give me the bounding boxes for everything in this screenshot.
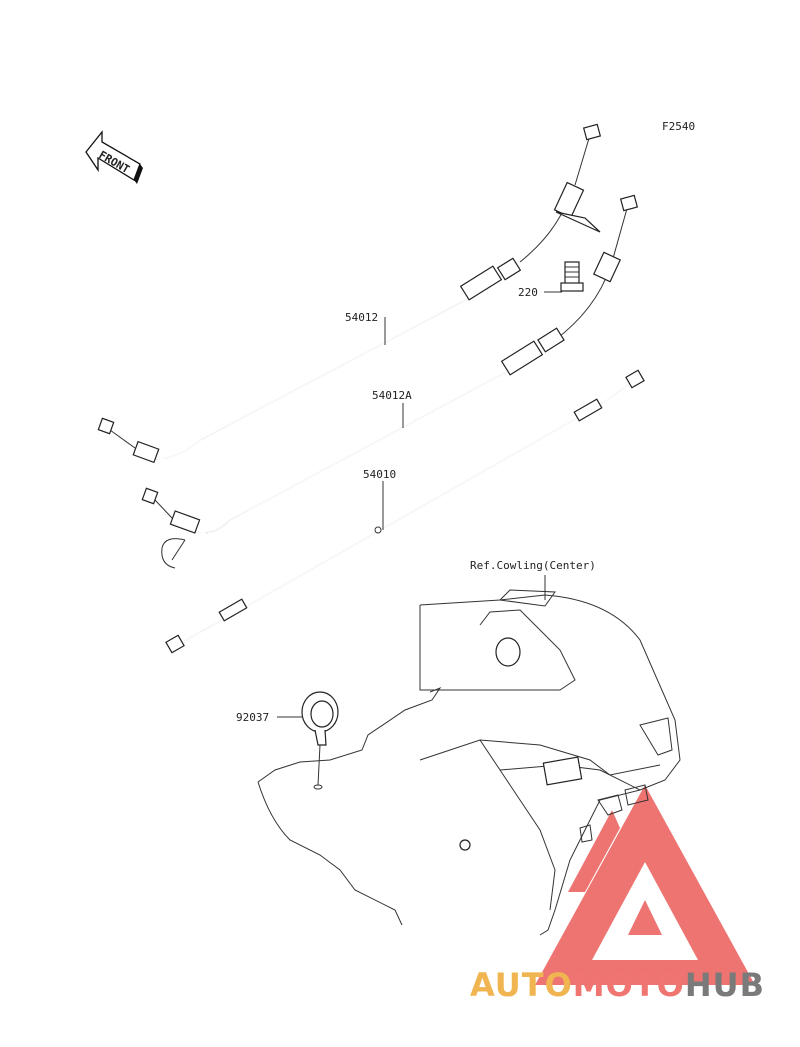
watermark-hub: HUB [685,966,765,1004]
front-arrow: FRONT [85,130,143,184]
watermark-moto: MOTO [573,966,685,1004]
clamp-92037 [301,691,339,790]
watermark-text: AUTOMOTOHUB [470,966,765,1004]
part-label-220: 220 [518,286,538,299]
cable-54012a [141,194,639,569]
reference-label: Ref.Cowling(Center) [470,559,596,572]
bolt-220 [560,261,584,292]
part-label-54012a: 54012A [372,389,412,402]
part-label-54010: 54010 [363,468,396,481]
watermark-logo [535,785,755,985]
leader-lines [277,291,562,718]
diagram-code: F2540 [662,120,695,133]
part-label-54012: 54012 [345,311,378,324]
watermark-auto: AUTO [470,966,573,1004]
cable-54010 [165,369,645,654]
part-label-92037: 92037 [236,711,269,724]
cable-54012 [97,123,602,464]
cowling-center [257,589,681,936]
